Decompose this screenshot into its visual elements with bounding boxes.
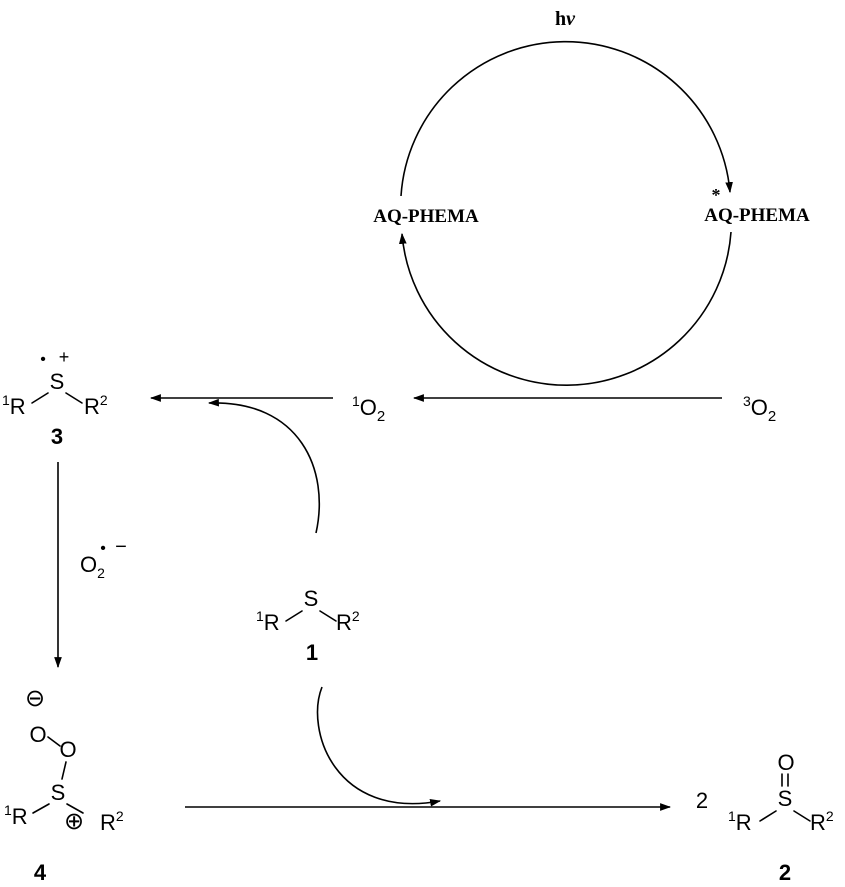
svg-text:3O2: 3O2 (743, 393, 776, 425)
triplet-oxygen: 3O2 (743, 393, 776, 425)
excited-state-asterisk: * (712, 185, 721, 205)
svg-text:R2: R2 (810, 808, 834, 835)
cycle-arc-bottom (399, 231, 732, 386)
cycle-arc-top (400, 40, 733, 197)
svg-text:⊖: ⊖ (25, 685, 45, 712)
svg-text:+: + (59, 347, 70, 367)
compound-2-sulfoxide: 2 O S 1R R2 2 (696, 750, 834, 885)
arrow-sulfide-oxygen-transfer (316, 686, 442, 807)
svg-text:O: O (777, 750, 794, 775)
compound-4-label: 4 (34, 860, 47, 885)
svg-text:S: S (51, 780, 66, 805)
svg-text:1O2: 1O2 (352, 393, 385, 425)
svg-text:S: S (304, 586, 319, 611)
svg-text:1R: 1R (256, 608, 280, 635)
svg-text:O2: O2 (80, 552, 105, 581)
light-label: hν (555, 8, 576, 30)
svg-text:R2: R2 (336, 608, 360, 635)
svg-text:R2: R2 (84, 392, 108, 419)
compound-3-radical-cation: • + S 1R R2 3 (2, 347, 108, 449)
superoxide-anion: O2 • − (80, 536, 127, 581)
svg-text:S: S (50, 369, 65, 394)
svg-text:⊕: ⊕ (64, 808, 84, 835)
svg-text:−: − (115, 536, 127, 558)
svg-text:O: O (29, 722, 46, 747)
svg-text:R2: R2 (100, 808, 124, 835)
svg-text:•: • (100, 540, 106, 557)
svg-text:•: • (40, 351, 46, 368)
svg-text:O: O (59, 737, 76, 762)
singlet-oxygen: 1O2 (352, 393, 385, 425)
photocatalytic-cycle: hν AQ-PHEMA AQ-PHEMA * (373, 8, 810, 386)
svg-text:2: 2 (696, 788, 708, 813)
arrow-sulfide-electron-transfer (207, 398, 320, 534)
svg-text:1R: 1R (4, 802, 28, 829)
catalyst-excited-state: AQ-PHEMA (704, 205, 810, 226)
compound-4-persulfoxide: ⊖ O O S ⊕ 1R R2 4 (4, 685, 124, 885)
catalyst-ground-state: AQ-PHEMA (373, 206, 479, 227)
compound-3-label: 3 (51, 424, 63, 449)
svg-text:1R: 1R (728, 808, 752, 835)
compound-1-sulfide: S 1R R2 1 (256, 586, 360, 665)
svg-text:S: S (778, 786, 793, 811)
compound-1-label: 1 (306, 640, 318, 665)
compound-2-label: 2 (779, 860, 791, 885)
svg-text:1R: 1R (2, 392, 26, 419)
